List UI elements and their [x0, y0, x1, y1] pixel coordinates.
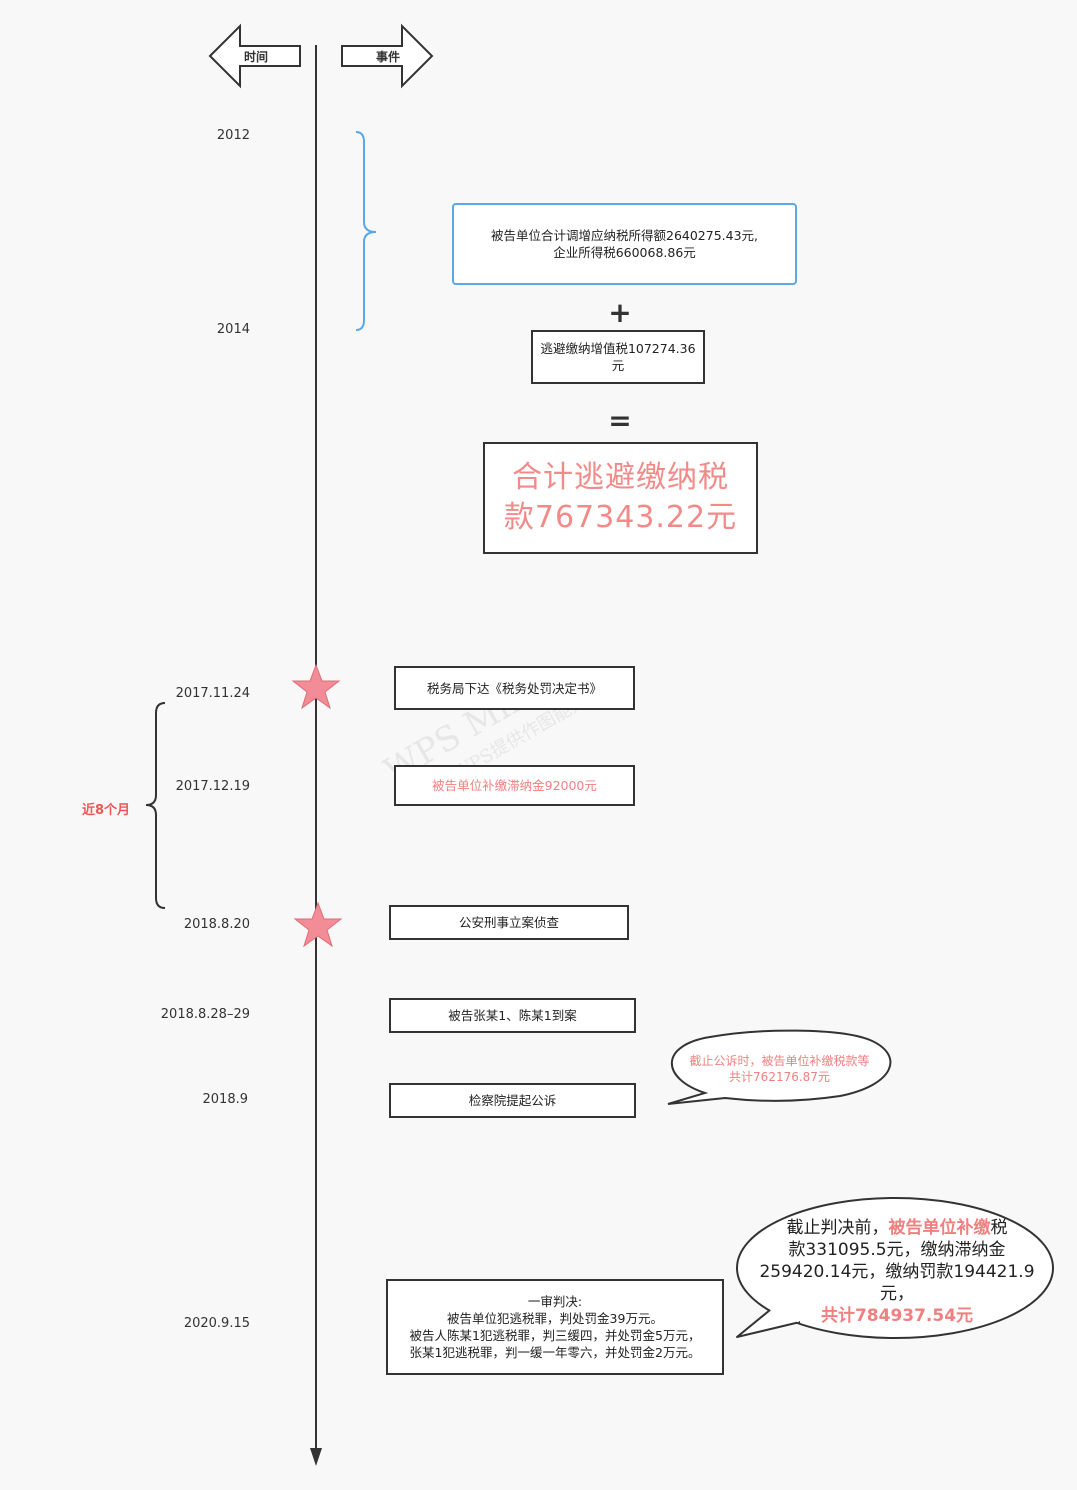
star-icon — [293, 901, 343, 948]
time-label: 时间 — [243, 50, 268, 64]
star-icon — [291, 663, 341, 710]
period-brace — [145, 702, 166, 909]
total-line2: 款767343.22元 — [503, 500, 738, 535]
verdict-line2: 被告人陈某1犯逃税罪，判三缓四，并处罚金5万元， — [409, 1328, 701, 1343]
date-2018-8-28: 2018.8.28–29 — [160, 1007, 250, 1022]
vat-line1: 逃避缴纳增值税107274.36 — [540, 341, 696, 356]
timeline-arrowhead — [310, 1448, 322, 1466]
bubble-2-text: 截止判决前，被告单位补缴税 款331095.5元，缴纳滞纳金 259420.14… — [759, 1218, 1035, 1326]
verdict-title: 一审判决: — [527, 1294, 583, 1309]
speech-bubble-2 — [736, 1197, 1054, 1339]
event-police-case: 公安刑事立案侦查 — [389, 905, 629, 940]
total-evaded-box: 合计逃避缴纳税 款767343.22元 — [483, 442, 758, 554]
date-2017-12-19: 2017.12.19 — [175, 779, 250, 794]
blue-brace — [355, 131, 377, 331]
vat-box: 逃避缴纳增值税107274.36 元 — [531, 330, 705, 384]
date-2020-9-15: 2020.9.15 — [183, 1316, 250, 1331]
verdict-line1: 被告单位犯逃税罪，判处罚金39万元。 — [447, 1311, 663, 1326]
speech-bubble-1 — [667, 1029, 892, 1105]
income-tax-line2: 企业所得税660068.86元 — [553, 245, 696, 260]
vat-line2: 元 — [611, 358, 625, 373]
event-label: 事件 — [375, 50, 400, 64]
date-2014: 2014 — [216, 322, 250, 337]
period-label: 近8个月 — [82, 803, 131, 818]
equals-sign: = — [608, 404, 632, 437]
plus-sign: + — [608, 296, 632, 329]
event-tax-penalty-decision: 税务局下达《税务处罚决定书》 — [394, 666, 635, 710]
bubble-1-text: 截止公诉时，被告单位补缴税款等 共计762176.87元 — [689, 1054, 870, 1084]
date-2018-9: 2018.9 — [202, 1092, 249, 1107]
event-prosecution: 检察院提起公诉 — [389, 1083, 636, 1118]
verdict-line3: 张某1犯逃税罪，判一缓一年零六，并处罚金2万元。 — [409, 1345, 701, 1360]
income-tax-box: 被告单位合计调增应纳税所得额2640275.43元, 企业所得税660068.8… — [452, 203, 797, 285]
date-2012: 2012 — [216, 128, 250, 143]
income-tax-line1: 被告单位合计调增应纳税所得额2640275.43元, — [490, 228, 759, 243]
event-late-fee-paid: 被告单位补缴滞纳金92000元 — [394, 765, 635, 806]
date-2018-8-20: 2018.8.20 — [183, 917, 250, 932]
event-verdict: 一审判决: 被告单位犯逃税罪，判处罚金39万元。 被告人陈某1犯逃税罪，判三缓四… — [386, 1279, 724, 1375]
total-line1: 合计逃避缴纳税 — [511, 460, 729, 495]
event-defendants-arrived: 被告张某1、陈某1到案 — [389, 998, 636, 1033]
date-2017-11-24: 2017.11.24 — [175, 686, 250, 701]
event-arrow-icon — [341, 23, 434, 89]
time-arrow-icon — [208, 23, 301, 89]
